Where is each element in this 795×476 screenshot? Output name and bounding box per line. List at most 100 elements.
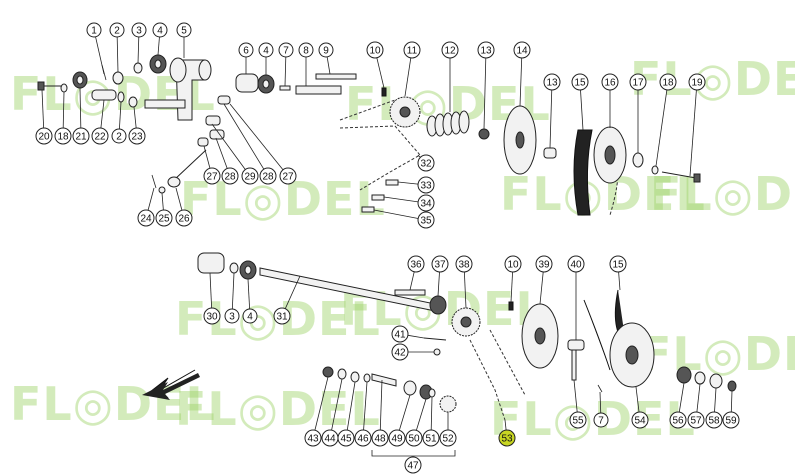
leader-line xyxy=(504,419,507,431)
callout-label: 24 xyxy=(140,214,152,225)
callout-label: 4 xyxy=(157,26,163,37)
callout-label: 51 xyxy=(425,434,437,445)
callout-circle xyxy=(273,307,291,325)
callout-label: 58 xyxy=(708,416,720,427)
link-34 xyxy=(371,194,385,201)
bolt-55 xyxy=(571,349,577,381)
callout-circle xyxy=(131,22,147,38)
callout-label: 27 xyxy=(206,172,218,183)
callout-label: 7 xyxy=(598,416,604,427)
bolt-19 xyxy=(661,171,697,179)
bolt-head xyxy=(37,81,45,91)
callout-circle xyxy=(543,73,561,91)
leader-line xyxy=(678,382,685,413)
callout-label: 18 xyxy=(662,78,674,89)
leader-line xyxy=(100,99,105,129)
callout-label: 28 xyxy=(224,172,236,183)
leader-line xyxy=(599,391,602,414)
callout-label: 42 xyxy=(394,348,406,359)
belt-15 xyxy=(573,129,593,216)
callout-circle xyxy=(224,308,240,324)
callout-circle xyxy=(203,307,221,325)
callout-label: 27 xyxy=(282,172,294,183)
leader-line xyxy=(231,272,235,310)
callout-circle xyxy=(354,429,372,447)
washer-51 xyxy=(428,388,436,398)
callout-label: 16 xyxy=(604,78,616,89)
callout-circle xyxy=(258,42,274,58)
callout-circle xyxy=(337,429,355,447)
callout-label: 43 xyxy=(307,434,319,445)
callout-label: 53 xyxy=(501,434,513,445)
callout-circle xyxy=(91,127,109,145)
callout-label: 41 xyxy=(394,330,406,341)
callout-label: 11 xyxy=(407,46,418,57)
callout-circle xyxy=(431,255,449,273)
callout-label: 33 xyxy=(420,181,432,192)
callout-circle xyxy=(688,73,706,91)
callout-label: 12 xyxy=(444,46,456,57)
washer-23 xyxy=(128,96,138,108)
leader-line xyxy=(147,187,155,211)
callout-circle xyxy=(366,41,384,59)
washer-25 xyxy=(158,186,166,194)
bush-30 xyxy=(197,252,225,274)
callout-circle xyxy=(279,167,297,185)
bush-40 xyxy=(567,339,585,351)
leader-line xyxy=(229,103,284,171)
arm-hub-end xyxy=(198,59,212,81)
callout-label: 49 xyxy=(391,434,403,445)
roller-28-b xyxy=(209,129,225,140)
callout-label: 2 xyxy=(114,26,120,37)
washer-17 xyxy=(632,152,644,168)
key-7 xyxy=(279,85,291,91)
leader-line xyxy=(161,192,164,211)
key-9 xyxy=(315,73,357,80)
leader-line xyxy=(373,209,419,219)
leader-line xyxy=(463,271,467,309)
leader-line xyxy=(437,271,440,297)
chain-53 xyxy=(469,329,526,421)
leader-line xyxy=(549,89,553,149)
callout-circle xyxy=(278,42,294,58)
callout-label: 52 xyxy=(442,434,454,445)
leader-line xyxy=(119,101,122,130)
bolt-10-b xyxy=(508,301,514,311)
callout-label: 44 xyxy=(324,434,336,445)
bush-6 xyxy=(235,73,259,93)
callout-circle xyxy=(152,22,168,38)
callout-label: 6 xyxy=(243,46,249,57)
callout-circle xyxy=(404,456,422,474)
bolt-48 xyxy=(371,373,397,387)
callout-circle xyxy=(54,127,72,145)
leader-line xyxy=(714,387,717,413)
callout-circle xyxy=(417,154,435,172)
callout-label: 29 xyxy=(244,172,256,183)
callout-circle xyxy=(722,411,740,429)
callout-circle xyxy=(601,73,619,91)
callout-circle xyxy=(388,429,406,447)
leader-line xyxy=(284,275,301,309)
callout-label: 59 xyxy=(725,416,737,427)
callout-circle xyxy=(298,42,314,58)
callout-circle xyxy=(176,22,192,38)
leader-line xyxy=(175,187,183,211)
leader-line xyxy=(211,123,246,170)
callout-label: 13 xyxy=(480,46,492,57)
leader-line xyxy=(618,271,621,291)
callout-label: 50 xyxy=(408,434,420,445)
pin-7-b xyxy=(597,384,603,393)
washer-58 xyxy=(709,373,723,389)
leader-line xyxy=(430,396,433,431)
callout-circle xyxy=(631,411,649,429)
leader-line xyxy=(510,271,513,303)
callout-label: 15 xyxy=(574,78,586,89)
callout-label: 31 xyxy=(276,312,288,323)
leader-line xyxy=(209,272,213,309)
callout-circle xyxy=(391,343,409,361)
watermark-layer: FL◎DEL FL◎DEL FL◎DEL FL◎DEL FL◎DEL FL◎DE… xyxy=(10,52,795,446)
leader-line xyxy=(696,383,701,413)
callout-circle xyxy=(86,22,102,38)
callout-label: 10 xyxy=(507,260,519,271)
callout-circle xyxy=(155,209,173,227)
